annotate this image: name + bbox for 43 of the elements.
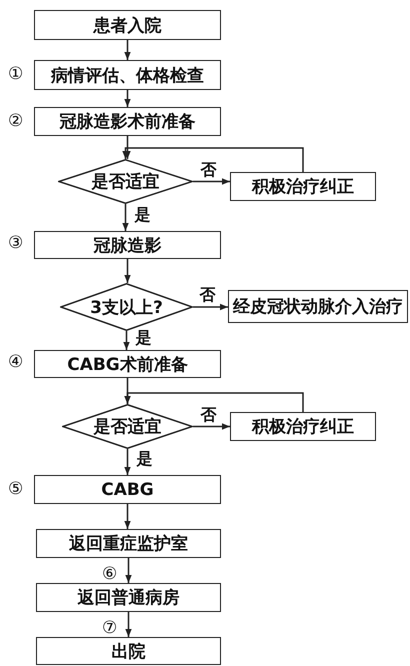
step-number: ⑤: [8, 479, 24, 499]
edge-label: 否: [198, 286, 216, 304]
arrow: [193, 178, 230, 185]
process-box: 冠脉造影术前准备: [34, 107, 221, 136]
process-box: 患者入院: [34, 10, 221, 40]
step-number: ⑦: [102, 618, 118, 638]
edge-label: 是: [134, 328, 152, 346]
edge-label: 是: [134, 206, 152, 224]
process-box: 冠脉造影: [34, 231, 221, 259]
process-box: 返回重症监护室: [36, 529, 221, 558]
arrow: [122, 147, 304, 172]
edge-label: 是: [136, 450, 154, 468]
arrow: [124, 90, 131, 107]
arrow: [124, 259, 131, 283]
arrow: [193, 423, 230, 430]
process-box: 出院: [36, 637, 221, 665]
step-number: ②: [8, 111, 24, 131]
process-box: 积极治疗纠正: [230, 172, 376, 201]
decision-diamond: 是否适宜: [62, 404, 193, 449]
process-box: CABG: [34, 475, 221, 504]
process-box: CABG术前准备: [34, 350, 221, 378]
arrow: [125, 612, 132, 637]
step-number: ④: [8, 352, 24, 372]
arrow: [193, 304, 228, 310]
arrow: [124, 136, 131, 159]
step-number: ①: [8, 64, 24, 84]
edge-label: 否: [200, 406, 218, 424]
arrow: [122, 204, 129, 231]
step-number: ⑥: [102, 564, 118, 584]
arrow: [125, 558, 132, 583]
arrow: [124, 392, 304, 412]
decision-diamond: 是否适宜: [58, 159, 193, 204]
process-box: 积极治疗纠正: [230, 412, 376, 441]
process-box: 返回普通病房: [36, 583, 221, 612]
edge-label: 否: [200, 160, 218, 178]
step-number: ③: [8, 233, 24, 253]
decision-diamond: 3支以上?: [60, 283, 193, 331]
arrow: [124, 449, 131, 475]
arrow: [123, 331, 130, 350]
process-box: 病情评估、体格检查: [34, 60, 221, 90]
arrow: [124, 504, 131, 529]
process-box: 经皮冠状动脉介入治疗: [228, 290, 408, 323]
arrow: [124, 40, 131, 60]
